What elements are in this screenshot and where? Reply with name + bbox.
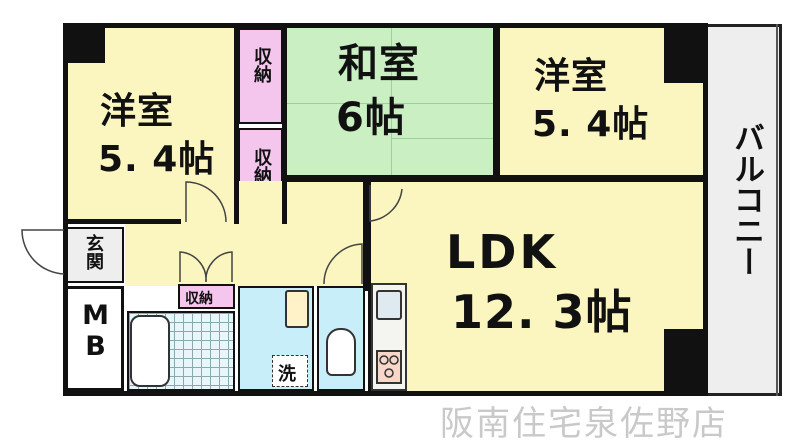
wall-center-bottom — [287, 177, 703, 182]
burner-icon — [379, 355, 399, 378]
closet-bath-label: 収納 — [185, 291, 213, 307]
japanese-room-size: 6帖 — [336, 95, 406, 141]
western-room-right-name: 洋室 — [534, 56, 609, 97]
entrance — [68, 227, 124, 283]
ldk-size: 12. 3帖 — [451, 285, 633, 339]
closet-bath — [178, 284, 235, 309]
door-swing-closet-bath — [179, 251, 233, 283]
sink-icon — [376, 290, 402, 320]
balcony-railing — [776, 24, 782, 396]
washer-label: 洗 — [278, 364, 296, 385]
wall-left-room-bottom — [63, 219, 181, 224]
stove-icon — [376, 350, 402, 384]
wall-hall-ldk — [363, 181, 368, 291]
ldk-name: LDK — [446, 225, 559, 279]
closet-top-label: 収納 — [251, 47, 272, 83]
column-top-right — [664, 23, 708, 83]
ldk-room — [368, 181, 703, 391]
watermark: 阪南住宅泉佐野店 — [440, 404, 728, 444]
balcony-label: バルコニー — [728, 122, 764, 277]
wall-closet-right — [282, 28, 287, 224]
wall-closet-divider — [234, 28, 239, 224]
western-room-left-size: 5. 4帖 — [98, 139, 216, 180]
door-swing-left-room — [185, 181, 227, 223]
closet-mid-label: 収納 — [251, 148, 272, 184]
mb-room — [68, 286, 124, 391]
hallway — [125, 181, 365, 286]
door-swing-entrance — [21, 229, 65, 275]
japanese-room — [286, 28, 496, 178]
column-top-left — [63, 23, 105, 63]
western-room-right-size: 5. 4帖 — [532, 104, 650, 145]
door-swing-ldk — [369, 185, 403, 222]
column-bottom-right — [664, 329, 708, 396]
bathtub-icon — [130, 315, 170, 387]
mb-label: MB — [80, 300, 111, 362]
western-room-left-name: 洋室 — [100, 91, 175, 132]
entrance-label: 玄関 — [83, 234, 104, 270]
washer-box — [272, 355, 308, 387]
wall-japanese-right — [495, 28, 500, 180]
closet-top — [238, 28, 283, 124]
japanese-room-name: 和室 — [338, 41, 420, 87]
door-swing-bath — [323, 243, 363, 285]
toilet-icon — [326, 328, 356, 376]
washbasin-icon — [285, 290, 309, 328]
